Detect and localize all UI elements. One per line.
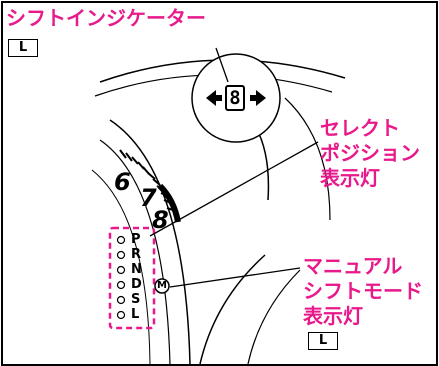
gear-letter-n: N — [131, 262, 142, 277]
gear-letter-d: D — [131, 277, 142, 292]
gear-letter-r: R — [131, 247, 142, 262]
shift-indicator-digit-box — [225, 85, 245, 111]
callout-select-position-3: 表示灯 — [320, 166, 380, 190]
cluster-lower-right-arc — [199, 254, 266, 365]
callout-select-position-1: セレクト — [320, 116, 400, 140]
tacho-redzone — [157, 183, 181, 223]
shift-indicator-digit: 8 — [229, 87, 241, 109]
callout-manual-mode-2: シフトモード — [303, 279, 423, 303]
callout-manual-mode-3: 表示灯 — [303, 304, 363, 328]
arrow-right-icon — [250, 90, 266, 106]
leader-select-position — [149, 141, 319, 237]
manual-mode-letter: M — [157, 280, 167, 291]
callout-shift-indicator: シフトインジケーター — [6, 6, 206, 30]
tacho-ring-inner — [99, 139, 171, 365]
leader-shift-indicator — [215, 47, 229, 83]
callout-select-position-2: ポジション — [320, 141, 420, 165]
cluster-lower-right-arc-2 — [247, 269, 301, 365]
callout-manual-mode-1: マニュアル — [303, 254, 403, 278]
badge-bottom-right: L — [308, 332, 338, 350]
tacho-number-6: 6 — [114, 168, 131, 196]
leader-manual-mode — [169, 267, 301, 288]
gear-letter-l: L — [131, 307, 140, 322]
tacho-number-8: 8 — [152, 206, 169, 234]
gear-lamp-dots — [116, 235, 126, 320]
manual-mode-lamp — [154, 278, 170, 294]
arrow-left-icon — [206, 90, 222, 106]
tacho-ring-outer — [109, 119, 191, 365]
tacho-number-7: 7 — [140, 184, 157, 212]
badge-top-left: L — [8, 39, 38, 57]
gear-letter-p: P — [131, 232, 141, 247]
gear-position-highlight — [108, 226, 156, 330]
gear-letter-s: S — [131, 292, 141, 307]
cluster-right-arc-2 — [284, 97, 331, 221]
